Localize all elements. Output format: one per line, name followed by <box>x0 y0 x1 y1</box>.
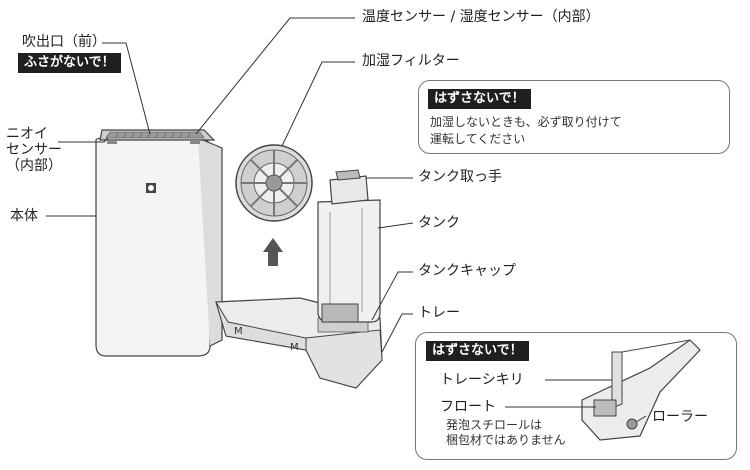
tank-cap-label: タンクキャップ <box>418 263 516 279</box>
filter-note-title: はずさないで！ <box>428 89 531 109</box>
tray-note-box <box>415 332 737 460</box>
float-description: 発泡スチロールは 梱包材ではありません <box>446 418 566 447</box>
temp-humidity-sensor-label: 温度センサー / 湿度センサー（内部） <box>362 9 600 25</box>
main-body-label: 本体 <box>10 208 38 224</box>
tank-handle-label: タンク取っ手 <box>418 169 502 185</box>
odor-sensor-label: ニオイ センサー （内部） <box>6 126 62 174</box>
roller-label: ローラー <box>652 409 708 425</box>
filter-illustration <box>235 144 313 222</box>
outlet-warning-tag: ふさがないで！ <box>18 53 121 73</box>
svg-text:M: M <box>290 342 299 353</box>
tank-label: タンク <box>418 215 460 231</box>
tray-detail-illustration <box>581 339 701 441</box>
filter-note-text: 加湿しないときも、必ず取り付けて 運転してください <box>430 115 622 146</box>
svg-text:M: M <box>234 326 243 337</box>
tray-partition-label: トレーシキリ <box>440 372 524 388</box>
main-body-illustration <box>95 129 223 357</box>
humidify-filter-label: 加湿フィルター <box>362 53 460 69</box>
tray-label: トレー <box>418 305 460 321</box>
outlet-label: 吹出口（前） <box>22 34 106 50</box>
up-arrow-icon <box>263 238 283 266</box>
leader-lines <box>46 17 414 353</box>
float-label: フロート <box>440 399 496 415</box>
tray-note-title: はずさないで！ <box>426 341 529 361</box>
tank-illustration <box>317 169 381 323</box>
